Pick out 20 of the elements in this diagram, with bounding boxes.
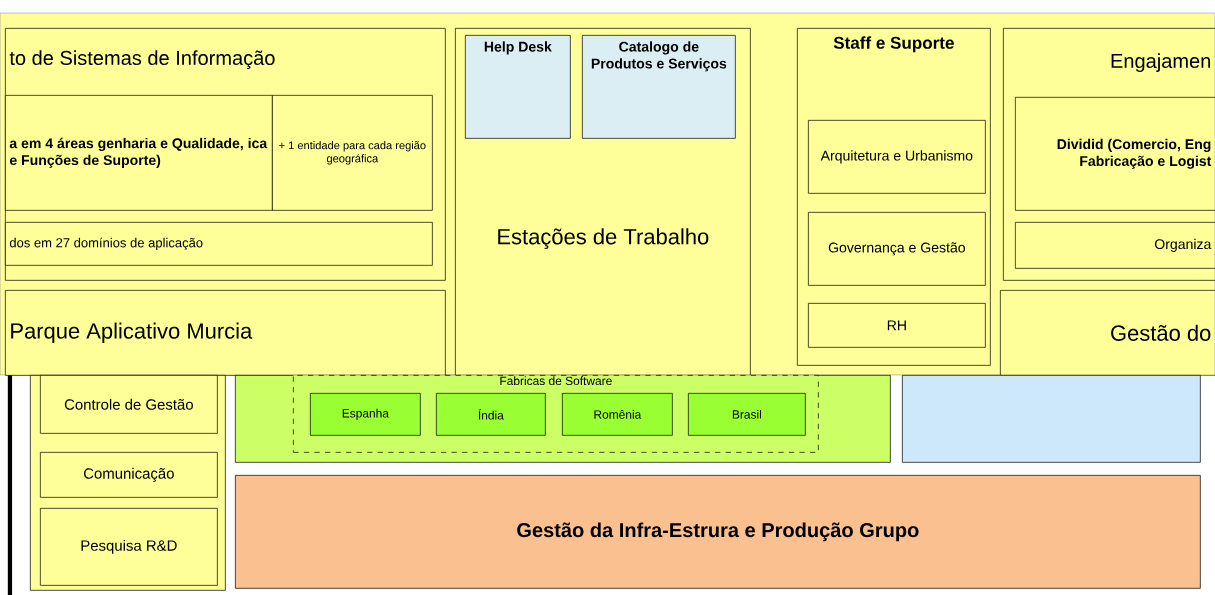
infrastructure-box: Gestão da Infra-Estrura e Produção Grupo <box>235 475 1201 589</box>
function-box: Controle de Gestão <box>40 375 218 434</box>
domain-box: dos em 27 domínios de aplicação <box>5 222 433 266</box>
empty-box <box>902 375 1201 463</box>
division-box: Dividid (Comercio, Eng Fabricação e Logist <box>1015 97 1215 211</box>
country-box: Índia <box>436 393 546 436</box>
country-box: Romênia <box>562 393 673 436</box>
function-box: Pesquisa R&D <box>40 508 218 586</box>
service-box: Help Desk <box>465 35 571 139</box>
staff-box: Governança e Gestão <box>808 212 986 286</box>
country-box: Espanha <box>310 393 421 436</box>
management-panel: Gestão do <box>1000 290 1215 376</box>
function-box: Comunicação <box>40 452 218 498</box>
staff-box: RH <box>808 303 986 348</box>
staff-box: Arquitetura e Urbanismo <box>808 120 986 194</box>
organization-box: Organiza <box>1015 222 1215 269</box>
country-box: Brasil <box>688 393 806 436</box>
service-box: Catalogo de Produtos e Serviços <box>582 35 736 139</box>
area-box: a em 4 áreas genharia e Qualidade, ica e Funções de Suporte) <box>5 95 273 211</box>
entity-box: + 1 entidade para cada região geográfica <box>272 95 433 211</box>
